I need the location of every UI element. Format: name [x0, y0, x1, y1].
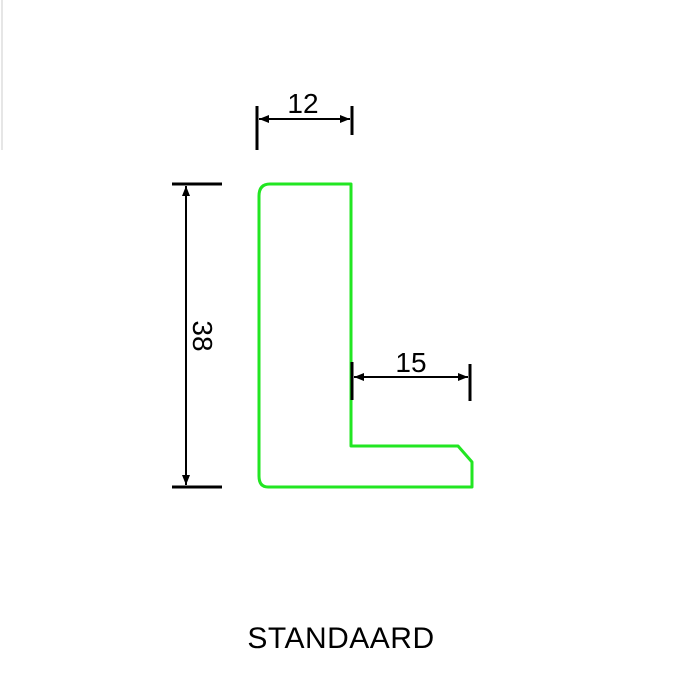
- profile-name-caption: STANDAARD: [247, 622, 435, 655]
- height-label: 38: [187, 320, 218, 351]
- l-profile-outline: [257, 182, 474, 489]
- height-dimension: 38: [172, 182, 222, 489]
- top-width-dimension: 12: [255, 88, 354, 150]
- top-width-label: 12: [287, 88, 318, 119]
- foot-width-dimension: 15: [350, 347, 472, 401]
- foot-width-label: 15: [395, 347, 426, 378]
